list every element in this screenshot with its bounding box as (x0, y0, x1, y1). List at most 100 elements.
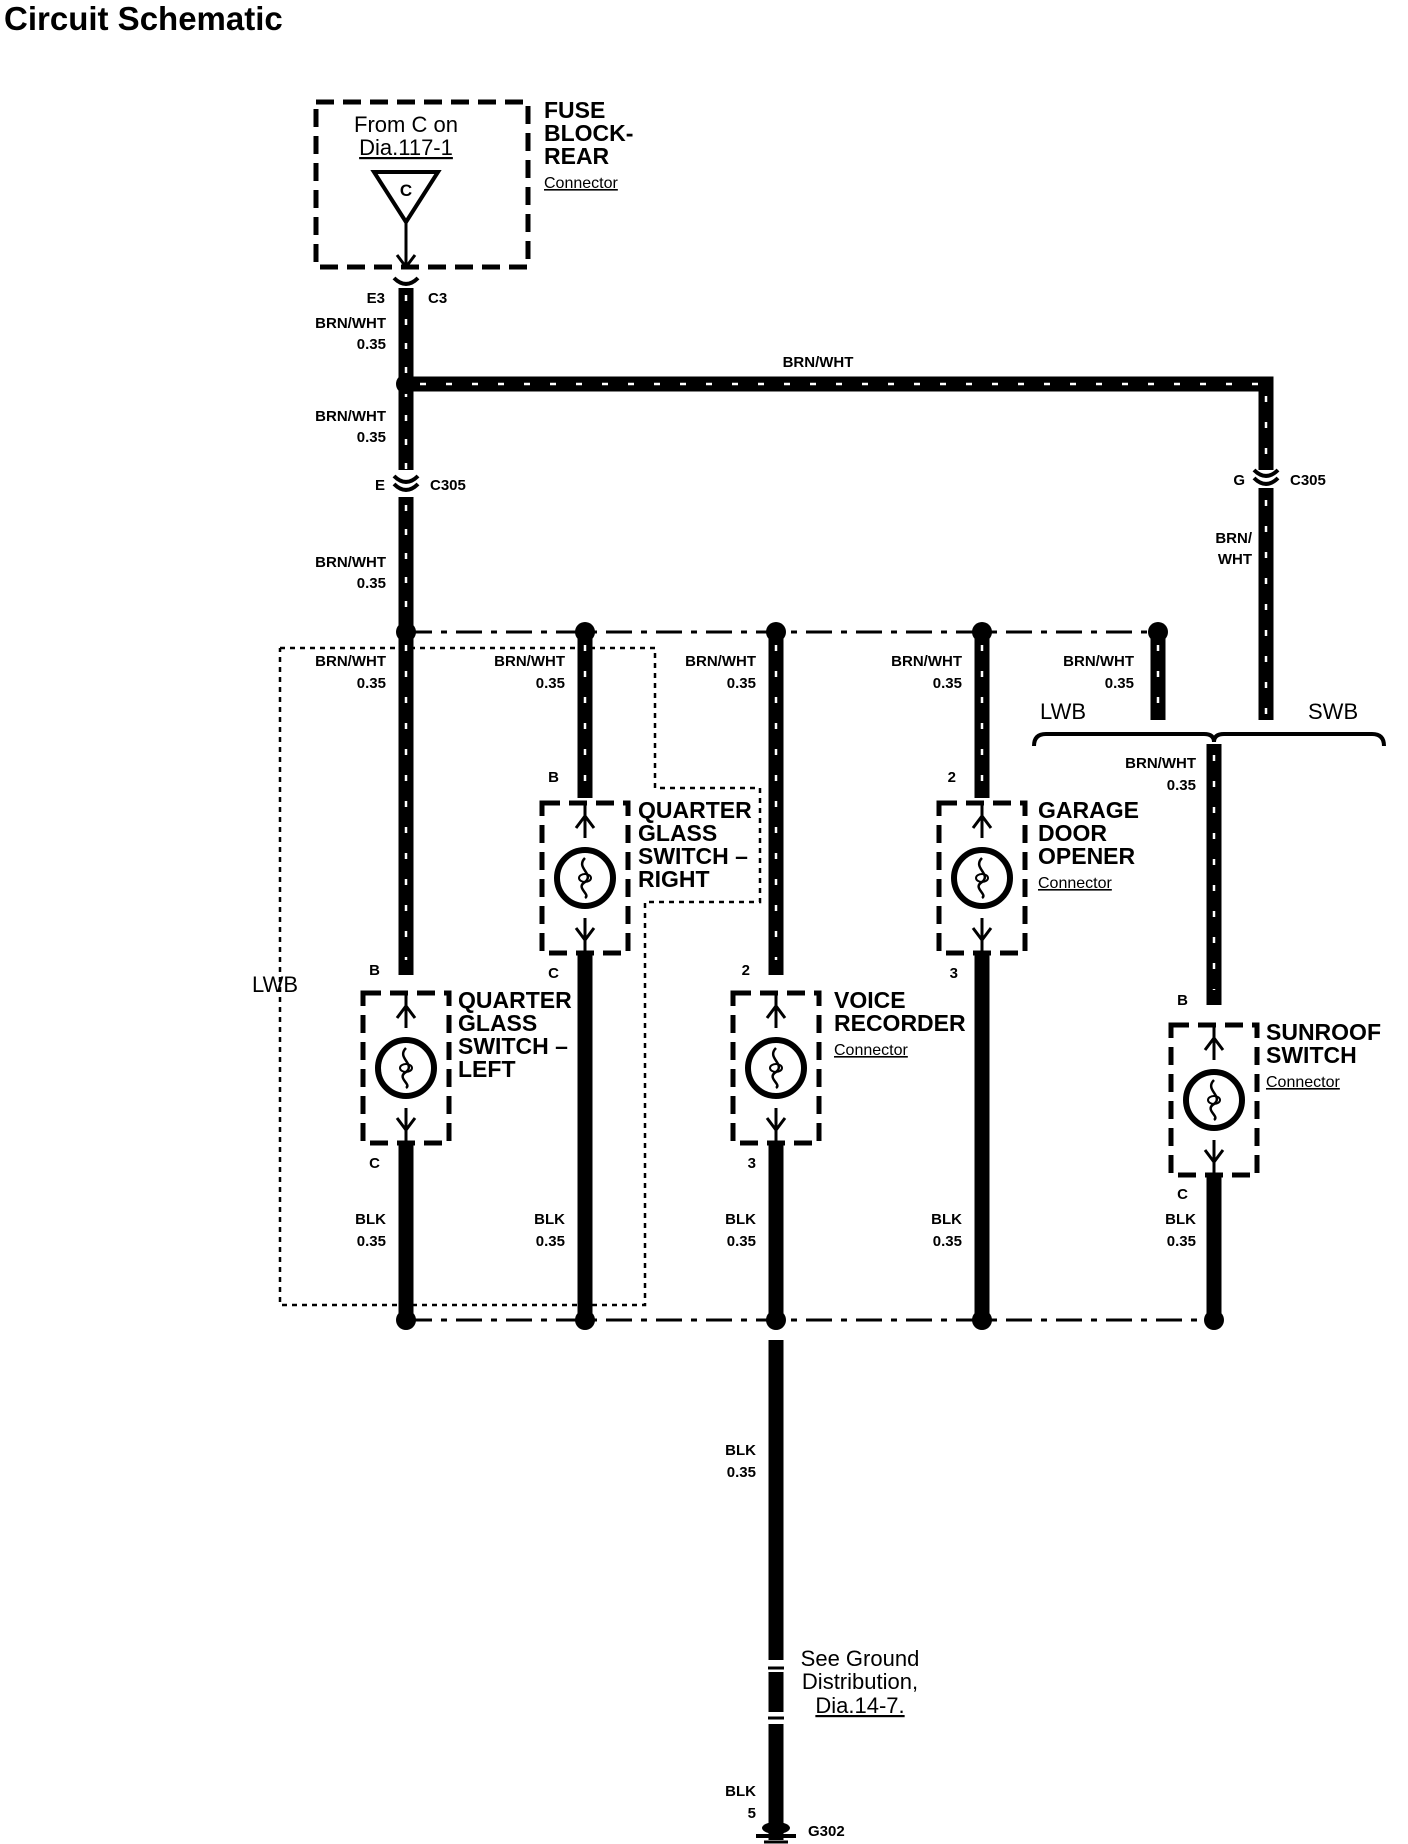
wire-label-color: BLK (725, 1442, 756, 1459)
swb-wire-color-line1: BRN/ (1215, 530, 1252, 547)
wire-label-gauge: 0.35 (357, 575, 386, 592)
wire-label-color: BRN/WHT (1063, 653, 1134, 670)
wire-label-color: BRN/WHT (315, 315, 386, 332)
wire-label-gauge: 0.35 (1105, 675, 1134, 692)
wire-label-gauge: 0.35 (357, 1233, 386, 1250)
fuse-block-connector-label: Connector (544, 175, 618, 192)
garage-door-opener-connector-icon (939, 803, 1025, 953)
qgr-label-line3: SWITCH – (638, 843, 748, 869)
ground-note-line1: See Ground (801, 1646, 920, 1671)
diagram-title: Circuit Schematic (4, 0, 283, 37)
wire-label-color: BRN/WHT (315, 408, 386, 425)
wire-label-gauge: 0.35 (727, 1233, 756, 1250)
pin-vr-bottom: 3 (748, 1155, 756, 1172)
wire-label-gauge: 0.35 (357, 675, 386, 692)
fuse-block-label-line3: REAR (544, 143, 610, 169)
pin-c305-g: G (1233, 472, 1245, 489)
wire-label-gauge: 0.35 (1167, 777, 1196, 794)
wire-label-gauge: 0.35 (727, 1464, 756, 1481)
quarter-glass-switch-right-icon (542, 803, 628, 953)
sunroof-switch-connector-icon (1171, 1025, 1257, 1175)
wire-top-bus-brn-wht (406, 376, 1274, 720)
lwb-region-outline (278, 646, 762, 1307)
source-arrow-icon (395, 254, 417, 270)
ground-note-line2: Distribution, (802, 1669, 918, 1694)
qgl-label-line1: QUARTER (458, 987, 572, 1013)
wire-label-color: BRN/WHT (1125, 755, 1196, 772)
source-triangle-letter: C (400, 181, 412, 200)
pin-sunroof-top: B (1177, 992, 1188, 1009)
bracket-swb-label: SWB (1308, 699, 1358, 724)
fuse-block-label-line1: FUSE (544, 97, 605, 123)
sunroof-label-line1: SUNROOF (1266, 1019, 1381, 1045)
sunroof-connector-label: Connector (1266, 1074, 1340, 1091)
qgl-label-line3: SWITCH – (458, 1033, 568, 1059)
pin-sunroof-bottom: C (1177, 1186, 1188, 1203)
gdo-label-line2: DOOR (1038, 820, 1107, 846)
splice-lower-1 (396, 1310, 416, 1330)
gdo-connector-label: Connector (1038, 875, 1112, 892)
lwb-region-label: LWB (252, 972, 298, 997)
wire-label-color: BLK (534, 1211, 565, 1228)
pin-gdo-bottom: 3 (950, 965, 958, 982)
ground-symbol-icon (756, 1822, 796, 1844)
pin-qgr-bottom: C (548, 965, 559, 982)
wire-label-gauge: 5 (748, 1805, 756, 1822)
wire-label-color: BRN/WHT (685, 653, 756, 670)
quarter-glass-switch-left-icon (363, 993, 449, 1143)
wire-label-color: BRN/WHT (891, 653, 962, 670)
splice-lower-3 (766, 1310, 786, 1330)
lwb-swb-bracket (1032, 732, 1386, 747)
pin-qgl-bottom: C (369, 1155, 380, 1172)
wire-label-color: BLK (1165, 1211, 1196, 1228)
sunroof-label-line2: SWITCH (1266, 1042, 1357, 1068)
pin-qgr-top: B (548, 769, 559, 786)
connector-c305-g: C305 (1290, 472, 1326, 489)
qgr-label-line4: RIGHT (638, 866, 710, 892)
gdo-label-line3: OPENER (1038, 843, 1136, 869)
qgr-label-line1: QUARTER (638, 797, 752, 823)
source-triangle-icon (370, 170, 442, 226)
voice-recorder-connector-icon (733, 993, 819, 1143)
pin-e3: E3 (367, 290, 385, 307)
connector-c305-e: C305 (430, 477, 466, 494)
qgl-label-line4: LEFT (458, 1056, 516, 1082)
ground-g302-label: G302 (808, 1823, 845, 1840)
wire-label-color: BLK (355, 1211, 386, 1228)
splice-lower-5 (1204, 1310, 1224, 1330)
source-diagram-link[interactable]: Dia.117-1 (359, 135, 453, 160)
splice-lower-4 (972, 1310, 992, 1330)
fuse-block-label-line2: BLOCK- (544, 120, 633, 146)
top-bus-wire-color: BRN/WHT (783, 354, 854, 371)
source-label-line1: From C on (354, 112, 458, 137)
wire-label-gauge: 0.35 (536, 1233, 565, 1250)
wire-label-gauge: 0.35 (1167, 1233, 1196, 1250)
splice-lower-2 (575, 1310, 595, 1330)
wire-label-gauge: 0.35 (933, 675, 962, 692)
wire-label-color: BLK (725, 1211, 756, 1228)
connector-c3-terminal-icon (392, 276, 420, 286)
ground-note-link[interactable]: Dia.14-7. (815, 1693, 904, 1718)
vr-connector-label: Connector (834, 1042, 908, 1059)
wire-label-color: BRN/WHT (315, 554, 386, 571)
pin-gdo-top: 2 (948, 769, 956, 786)
wire-label-color: BLK (725, 1783, 756, 1800)
qgr-label-line2: GLASS (638, 820, 717, 846)
wire-label-gauge: 0.35 (933, 1233, 962, 1250)
pin-c305-e: E (375, 477, 385, 494)
wire-label-gauge: 0.35 (357, 429, 386, 446)
pin-c3: C3 (428, 290, 447, 307)
vr-label-line1: VOICE (834, 987, 906, 1013)
bracket-lwb-label: LWB (1040, 699, 1086, 724)
wire-label-gauge: 0.35 (727, 675, 756, 692)
gdo-label-line1: GARAGE (1038, 797, 1139, 823)
wire-label-color: BRN/WHT (494, 653, 565, 670)
wire-label-color: BRN/WHT (315, 653, 386, 670)
swb-wire-color-line2: WHT (1218, 551, 1252, 568)
pin-qgl-top: B (369, 962, 380, 979)
pin-vr-top: 2 (742, 962, 750, 979)
qgl-label-line2: GLASS (458, 1010, 537, 1036)
wire-label-gauge: 0.35 (536, 675, 565, 692)
wire-label-color: BLK (931, 1211, 962, 1228)
